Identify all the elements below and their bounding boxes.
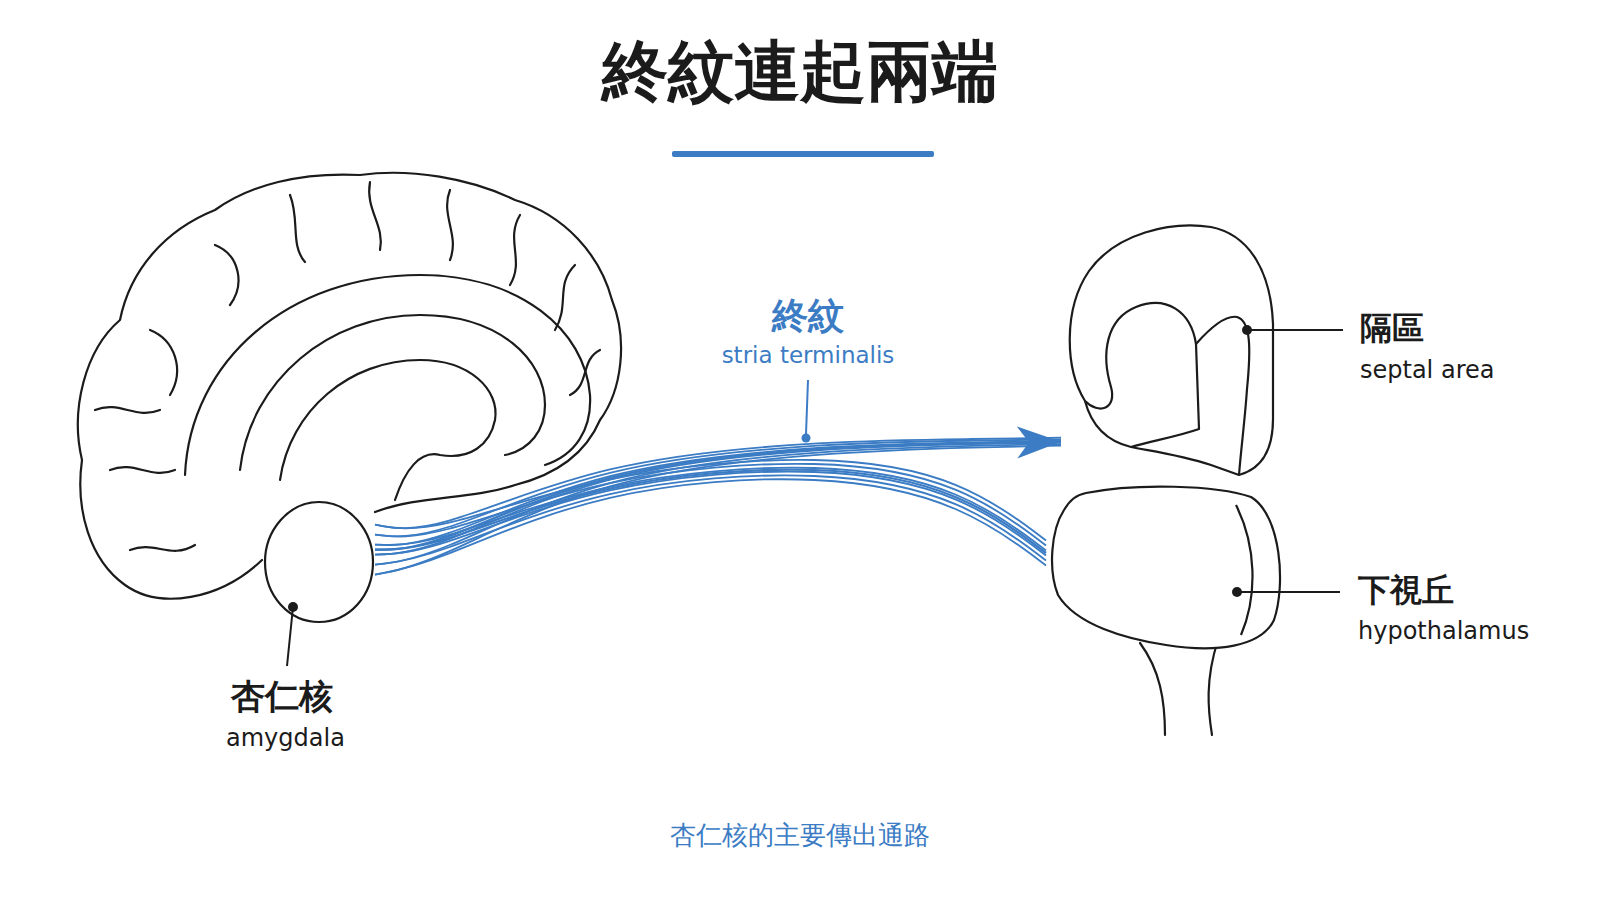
leader-dot (288, 602, 298, 612)
fiber-axis (375, 470, 1046, 553)
brain-sulcus (510, 215, 520, 285)
fiber-line (375, 446, 1061, 575)
region-outline (1061, 219, 1275, 481)
brain-arch (240, 315, 545, 470)
region-shape (265, 502, 373, 622)
bundle-name: 終紋 (772, 294, 844, 337)
brain-sulcus (555, 265, 575, 330)
stalk-line (1140, 643, 1165, 735)
region-name: 下視丘 (1358, 571, 1454, 609)
region-name-latin: septal area (1360, 356, 1494, 385)
leader-line (806, 380, 808, 434)
region-name-latin: hypothalamus (1358, 617, 1529, 646)
brain-sulcus (95, 407, 160, 413)
fiber-axis (375, 442, 1061, 550)
bundle-leader (802, 380, 811, 443)
region-name: 隔區 (1360, 309, 1424, 347)
leader-dot (802, 434, 811, 443)
fiber-bundle (375, 460, 1046, 575)
fiber-line (375, 444, 1061, 564)
title: 終紋連起兩端 (0, 36, 1600, 109)
leader-dot (1232, 587, 1242, 597)
brain-sulcus (290, 195, 305, 262)
caption: 杏仁核的主要傳出通路 (0, 820, 1600, 851)
region-shape (1070, 226, 1273, 475)
stalk-line (1209, 640, 1218, 735)
leader-line (1237, 591, 1340, 593)
brain-sulcus (447, 190, 453, 260)
brain-sulcus (130, 545, 195, 551)
brain-sulcus (369, 182, 381, 250)
amygdala-region: 杏仁核amygdala (263, 500, 375, 624)
region-outline (1046, 485, 1286, 655)
pituitary-stalk (1140, 640, 1218, 735)
region-name: 杏仁核 (231, 676, 333, 717)
brain-sulcus (215, 245, 238, 305)
leader-line (287, 607, 293, 666)
brain-sulcus (110, 467, 175, 473)
brain-sulcus (570, 350, 600, 395)
region-shape (1236, 505, 1252, 635)
region-outline (263, 500, 375, 624)
brain-sulcus (150, 330, 177, 395)
brain-arch (185, 275, 590, 475)
leader-line (1247, 329, 1343, 331)
fiber-line (375, 475, 1046, 564)
hypothalamus-region: 下視丘hypothalamus (1046, 485, 1286, 655)
region-name-latin: amygdala (226, 724, 345, 753)
bundle-name-latin: stria terminalis (722, 342, 895, 370)
region-shape (1085, 303, 1199, 447)
fiber-bundle (375, 438, 1061, 575)
brain-arch (280, 360, 496, 500)
region-shape (1196, 317, 1249, 475)
septal-region: 隔區septal area (1061, 219, 1275, 481)
leader-dot (1242, 325, 1252, 335)
title-underline (672, 151, 934, 157)
region-shape (1052, 487, 1280, 649)
